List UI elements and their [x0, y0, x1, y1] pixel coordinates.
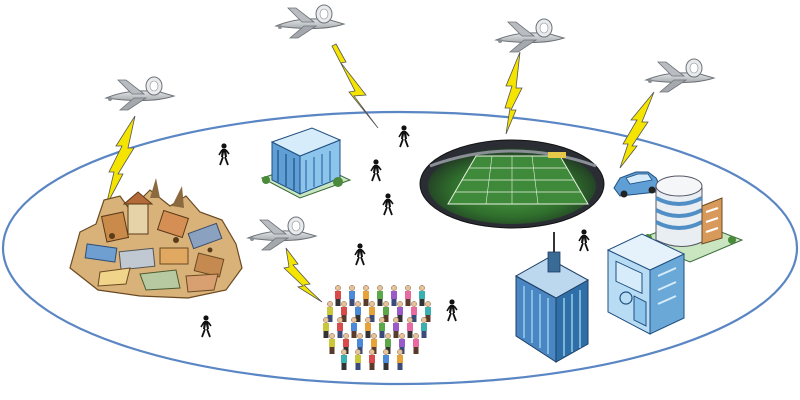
crowd-person [383, 301, 389, 322]
crowd-person [419, 285, 425, 306]
crowd-person [349, 285, 355, 306]
crowd-person [391, 285, 397, 306]
link-uav-far-right [619, 91, 655, 169]
crowd-person [355, 349, 361, 370]
drone-icon [105, 76, 175, 111]
drone-icon [275, 4, 345, 39]
crowd-person [379, 317, 385, 338]
wireless-links [105, 43, 655, 303]
building-icon [634, 175, 744, 263]
crowd-icon [323, 285, 431, 370]
crowd-person [407, 317, 413, 338]
crowd-person [369, 349, 375, 370]
crowd-person [377, 285, 383, 306]
uav-far-left [105, 76, 175, 111]
crowd-person [393, 317, 399, 338]
people-crowd [323, 285, 431, 370]
crowd-person [413, 333, 419, 354]
building-icon [260, 127, 352, 199]
crowd-person [405, 285, 411, 306]
crowd-person [397, 349, 403, 370]
crowd-person [397, 301, 403, 322]
drone-icon [495, 18, 565, 53]
crowd-person [411, 301, 417, 322]
drone-icon [645, 58, 715, 93]
crowd-person [363, 285, 369, 306]
shop-building [606, 233, 686, 335]
uav-far-right [645, 58, 715, 93]
rubble-icon [69, 178, 243, 299]
collapsed-buildings-scene [69, 178, 243, 299]
car [613, 171, 661, 198]
round-tower [634, 175, 744, 263]
football-stadium [419, 139, 605, 229]
uav-top-right-center [495, 18, 565, 53]
link-uav-low-center [283, 247, 323, 303]
crowd-person [365, 317, 371, 338]
crowd-person [341, 301, 347, 322]
car-icon [613, 171, 661, 198]
link-uav-top-right-center [504, 51, 523, 135]
crowd-person [369, 301, 375, 322]
crowd-person [351, 317, 357, 338]
link-uav-top-left-center [331, 43, 379, 129]
crowd-person [323, 317, 329, 338]
crowd-person [425, 301, 431, 322]
crowd-person [421, 317, 427, 338]
office-building-top [260, 127, 352, 199]
uav-top-left-center [275, 4, 345, 39]
skyscraper-icon [514, 232, 590, 363]
crowd-person [355, 301, 361, 322]
crowd-person [383, 349, 389, 370]
stadium-icon [419, 139, 605, 229]
crowd-person [335, 285, 341, 306]
crowd-person [329, 333, 335, 354]
building-icon [606, 233, 686, 335]
crowd-person [327, 301, 333, 322]
crowd-person [337, 317, 343, 338]
crowd-person [341, 349, 347, 370]
skyscraper [514, 232, 590, 363]
